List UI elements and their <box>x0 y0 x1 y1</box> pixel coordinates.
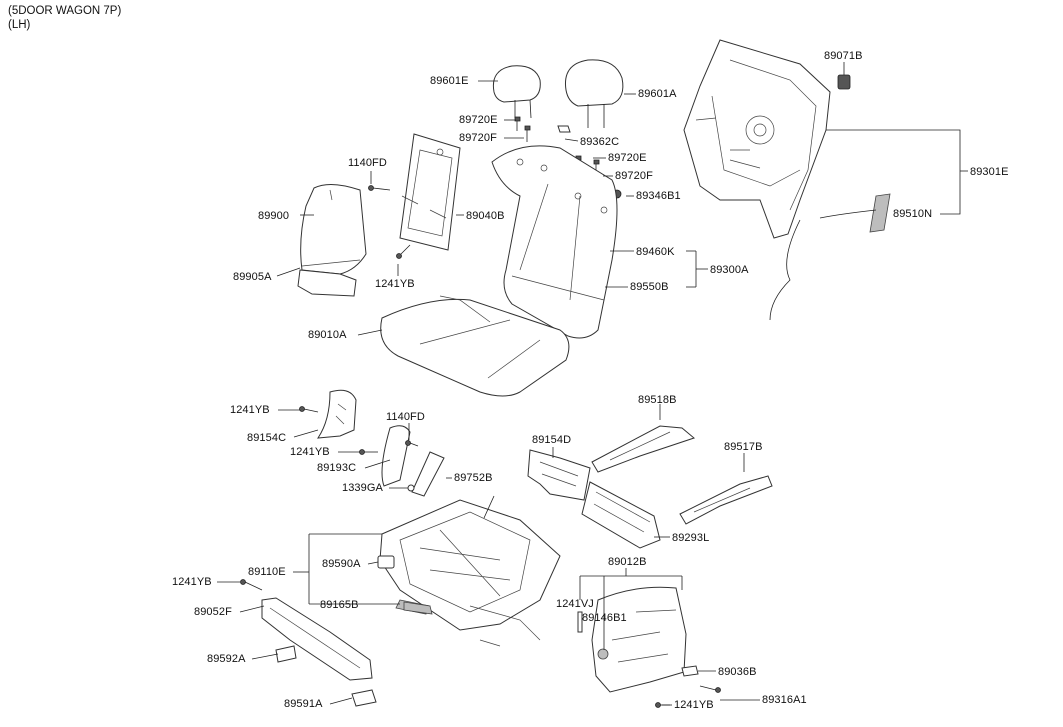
seatback-cover <box>491 145 618 339</box>
headrest-89601a <box>564 59 624 128</box>
label-89362c: 89362C <box>580 136 620 148</box>
label-89346b1: 89346B1 <box>636 190 681 202</box>
label-89550b: 89550B <box>630 281 669 293</box>
label-89905a: 89905A <box>233 271 272 283</box>
label-1339ga: 1339GA <box>342 482 383 494</box>
rail-cover-89517b <box>679 475 773 525</box>
label-89592a: 89592A <box>207 653 246 665</box>
label-89316a1: 89316A1 <box>762 694 807 706</box>
rail-cover-89518b <box>591 425 696 473</box>
label-89193c: 89193C <box>317 462 357 474</box>
label-89012b: 89012B <box>608 556 647 568</box>
small-parts <box>377 555 433 615</box>
label-89300a: 89300A <box>710 264 749 276</box>
label-89052f: 89052F <box>194 606 232 618</box>
label-89010a: 89010A <box>308 329 347 341</box>
armrest-frame <box>399 133 461 251</box>
label-89110e: 89110E <box>248 566 286 578</box>
label-89460k: 89460K <box>636 246 675 258</box>
lumbar-pad <box>819 193 891 233</box>
label-89720f-2: 89720F <box>615 170 653 182</box>
headrest-89601e <box>492 65 541 119</box>
side-trim-cover <box>297 184 367 297</box>
label-89036b: 89036B <box>718 666 757 678</box>
label-89071b: 89071B <box>824 50 863 62</box>
model-variant-text: (5DOOR WAGON 7P) <box>8 5 122 17</box>
label-89601a: 89601A <box>638 88 677 100</box>
side-text: (LH) <box>8 19 31 31</box>
label-89293l: 89293L <box>672 532 710 544</box>
diagram-header: (5DOOR WAGON 7P) (LH) <box>8 4 121 32</box>
label-1241yb-2: 1241YB <box>230 404 270 416</box>
lower-trim-89293l <box>581 481 661 549</box>
seat-cushion <box>380 295 570 397</box>
label-1241vj: 1241VJ <box>556 598 594 610</box>
side-cover-89154c <box>299 389 357 439</box>
label-89752b: 89752B <box>454 472 493 484</box>
recliner-bracket <box>359 425 445 497</box>
label-1140fd-2: 1140FD <box>386 411 425 423</box>
outer-shield-89052f <box>240 579 377 707</box>
label-1241yb-3: 1241YB <box>290 446 330 458</box>
label-89165b: 89165B <box>320 599 359 611</box>
label-1241yb: 1241YB <box>375 278 415 290</box>
label-1140fd: 1140FD <box>348 157 387 169</box>
label-89510n: 89510N <box>893 208 933 220</box>
label-89720e: 89720E <box>459 114 498 126</box>
label-1241yb-4: 1241YB <box>172 576 212 588</box>
seatback-panel-89012b <box>577 586 721 708</box>
label-89590a: 89590A <box>322 558 361 570</box>
label-89154c: 89154C <box>247 432 287 444</box>
label-89601e: 89601E <box>430 75 469 87</box>
label-89591a: 89591A <box>284 698 323 710</box>
label-89518b: 89518B <box>638 394 677 406</box>
label-89301e: 89301E <box>970 166 1009 178</box>
label-1241yb-5: 1241YB <box>674 699 714 711</box>
label-89900: 89900 <box>258 210 290 222</box>
label-89040b: 89040B <box>466 210 505 222</box>
seatback-frame <box>683 39 961 321</box>
lower-trim-89154d <box>527 449 591 501</box>
label-89146b1: 89146B1 <box>582 612 627 624</box>
label-89154d: 89154D <box>532 434 572 446</box>
label-89720e-2: 89720E <box>608 152 647 164</box>
label-89517b: 89517B <box>724 441 763 453</box>
label-89720f: 89720F <box>459 132 497 144</box>
